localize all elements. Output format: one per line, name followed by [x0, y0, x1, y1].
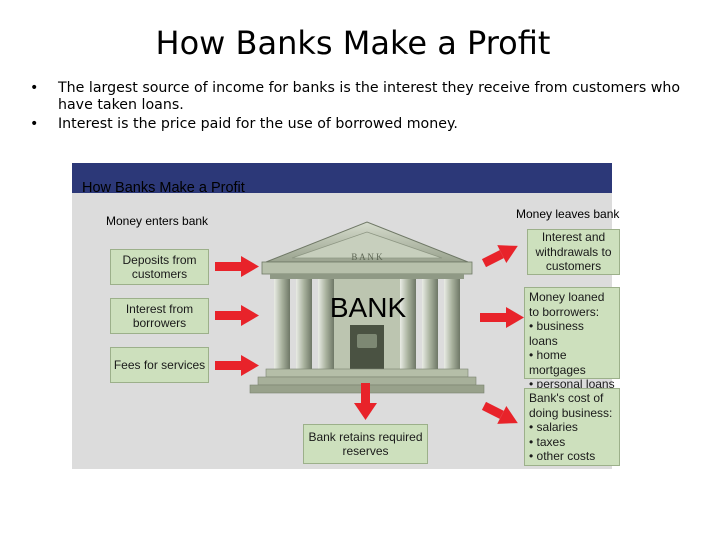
reserves-text: Bank retains required reserves	[308, 429, 423, 459]
money-enters-label: Money enters bank	[106, 214, 209, 228]
bullet-dot: •	[30, 116, 39, 132]
reserve-arrow	[354, 383, 377, 420]
bullet-item: • The largest source of income for banks …	[28, 80, 708, 114]
pediment-text: B A N K	[351, 252, 383, 262]
outflow-costs-line: • salaries	[529, 420, 578, 434]
inflow-interest-box: Interest from borrowers	[110, 298, 209, 334]
outflow-interest-box: Interest and withdrawals to customers	[527, 229, 620, 275]
outflow-loans-line: • home	[529, 348, 567, 362]
outflow-arrow-3	[481, 401, 518, 424]
outflow-interest-line: customers	[545, 259, 602, 274]
outflow-arrow-2	[480, 307, 524, 328]
outflow-loans-line: • business loans	[529, 319, 584, 348]
inflow-interest-text: Interest from borrowers	[125, 301, 194, 331]
outflow-costs-line: • other costs	[529, 449, 596, 463]
outflow-interest-line: withdrawals to	[535, 244, 612, 259]
outflow-loans-line: to borrowers:	[529, 304, 600, 319]
bullet-list: • The largest source of income for banks …	[28, 80, 708, 135]
reserves-box: Bank retains required reserves	[303, 424, 428, 464]
bullet-item: • Interest is the price paid for the use …	[28, 116, 708, 133]
figure-title: How Banks Make a Profit	[82, 180, 245, 196]
bullet-dot: •	[30, 80, 39, 96]
inflow-deposits-box: Deposits from customers	[110, 249, 209, 285]
outflow-costs-line: doing business:	[529, 405, 613, 420]
bullet-text: The largest source of income for banks i…	[58, 80, 681, 113]
bank-label: BANK	[330, 292, 407, 323]
bullet-text: Interest is the price paid for the use o…	[58, 116, 458, 132]
outflow-loans-line: mortgages	[529, 362, 586, 377]
inflow-deposits-text: Deposits from customers	[122, 252, 197, 282]
outflow-loans-box: Money loaned to borrowers: • business lo…	[524, 287, 620, 391]
figure-header-bar	[72, 163, 612, 193]
inflow-arrow-1	[215, 256, 259, 277]
slide-title: How Banks Make a Profit	[155, 24, 551, 62]
outflow-arrow-1	[481, 245, 518, 268]
outflow-loans-line: • personal loans	[529, 377, 615, 391]
outflow-costs-line: • taxes	[529, 434, 566, 449]
inflow-fees-text: Fees for services	[113, 357, 206, 372]
money-leaves-label: Money leaves bank	[516, 207, 620, 221]
inflow-fees-box: Fees for services	[110, 347, 209, 383]
outflow-costs-line: Bank's cost of	[529, 391, 604, 405]
outflow-costs-box: Bank's cost of doing business: • salarie…	[524, 388, 620, 466]
inflow-arrow-3	[215, 355, 259, 376]
inflow-arrow-2	[215, 305, 259, 326]
outflow-interest-line: Interest and	[541, 230, 606, 245]
outflow-loans-line: Money loaned	[529, 290, 605, 304]
